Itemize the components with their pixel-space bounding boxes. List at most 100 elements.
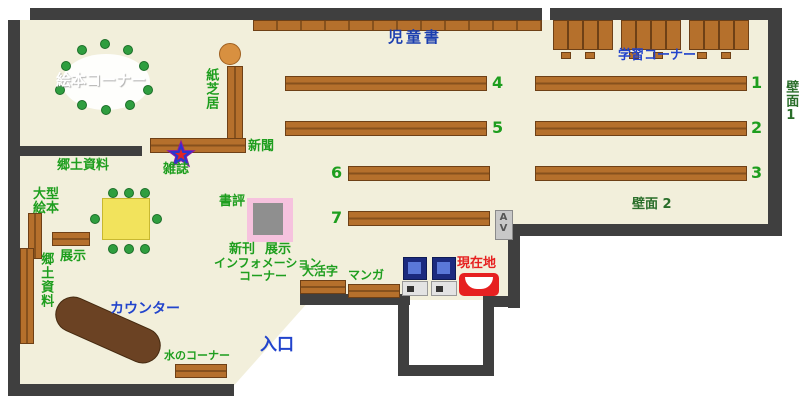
chair-dot [108,188,118,198]
counter-label: カウンター [110,301,180,317]
information-line2: コーナー [238,269,287,284]
study-stool [629,52,639,59]
kiosk-screen-glow [408,262,421,274]
bookshelf-2 [535,121,747,136]
chair-dot [55,85,65,95]
bookshelf-3 [535,166,747,181]
display-case [253,203,283,235]
terminal-kiosk [402,257,428,296]
study-corner-label: 学習コーナー [618,48,697,63]
new-arrivals-label: 新刊 [229,242,256,257]
kiosk-base [402,281,428,296]
wall-stair-right [483,304,494,376]
childrens-books-label: 児童書 [388,28,443,46]
chair-dot [125,100,135,110]
study-stool [697,52,707,59]
water-corner-shelf [175,364,227,378]
water-corner-label: 水のコーナー [164,349,230,362]
bookshelf-7 [348,211,490,226]
large-print-label: 大活字 [302,264,339,278]
chair-dot [77,45,87,55]
chair-dot [140,188,150,198]
magazine-star-icon [166,139,196,168]
newspaper-label: 新聞 [248,139,275,154]
wall-stair-left [398,294,409,376]
chair-dot [100,39,110,49]
wall-top-right [550,8,770,20]
current-location-label: 現在地 [457,256,497,271]
shelf-number-6: 6 [331,163,343,182]
chair-dot [124,244,134,254]
display-left-label: 展示 [60,249,87,264]
chair-dot [61,61,71,71]
shelf-number-5: 5 [492,118,504,137]
wall-bottom-of-stacks [516,224,782,236]
kiosk-slot [436,286,443,292]
chair-dot [152,214,162,224]
display-shelf-left [52,232,90,246]
picturebook-corner-label: 絵本コーナー [56,71,147,89]
wall-right [768,8,782,236]
kiosk-screen [432,257,456,280]
study-stool [653,52,663,59]
kamishibai-label: 紙芝居 [203,68,219,110]
wall-stair-top-left [300,294,410,305]
chair-dot [108,244,118,254]
display-label: 展示 [265,242,292,257]
kiosk-screen-glow [437,262,450,274]
chair-dot [77,100,87,110]
manga-label: マンガ [348,268,385,282]
shelf-number-3: 3 [751,163,763,182]
bookshelf-1 [535,76,747,91]
study-stool [585,52,595,59]
shelf-number-1: 1 [751,73,763,92]
magazines-label: 雑誌 [163,162,190,177]
wall-bottom-left [8,384,234,396]
floor-left-lower [20,150,310,390]
shelf-number-7: 7 [331,208,343,227]
local-materials-upper-label: 郷土資料 [57,158,110,173]
shelf-number-2: 2 [751,118,763,137]
chair-dot [143,85,153,95]
picturebook-table [62,54,150,110]
av-label: AV [498,212,509,234]
bookshelf-top-wall [253,20,542,31]
large-picturebook-label: 大型絵本 [33,187,60,217]
wall-left [8,20,20,392]
bookshelf-5 [285,121,487,136]
kamishibai-shelf [227,66,243,146]
information-corner-label: インフォメーション コーナー [214,256,322,284]
chair-dot [139,61,149,71]
chair-dot [123,45,133,55]
current-location-marker [459,273,499,296]
kamishibai-stool [219,43,241,65]
entrance-label: 入口 [260,335,294,355]
chair-dot [124,188,134,198]
study-stool [561,52,571,59]
wall-center-right [508,224,520,308]
local-materials-shelf [20,248,34,344]
wall-top-left [30,8,542,20]
kiosk-slot [407,286,414,292]
study-desk [689,20,749,50]
book-review-label: 書評 [219,194,246,209]
wall-picturebook-room [20,146,142,156]
activity-table [102,198,150,240]
kiosk-screen [403,257,427,280]
chair-dot [101,105,111,115]
local-materials-lower-label: 郷土資料 [38,252,54,308]
study-stool [721,52,731,59]
kiosk-base [431,281,457,296]
information-line1: インフォメーション [214,256,322,270]
bookshelf-4 [285,76,487,91]
marker-arc [465,277,493,289]
wall-surface-1-label: 壁面1 [783,80,799,124]
wall-stair-bottom [398,365,494,376]
manga-shelf [348,284,400,298]
wall-stair-top-right [483,296,520,307]
chair-dot [90,214,100,224]
study-desk [553,20,613,50]
large-print-shelf [300,280,346,294]
wall-surface-2-label: 壁面 2 [632,197,672,212]
